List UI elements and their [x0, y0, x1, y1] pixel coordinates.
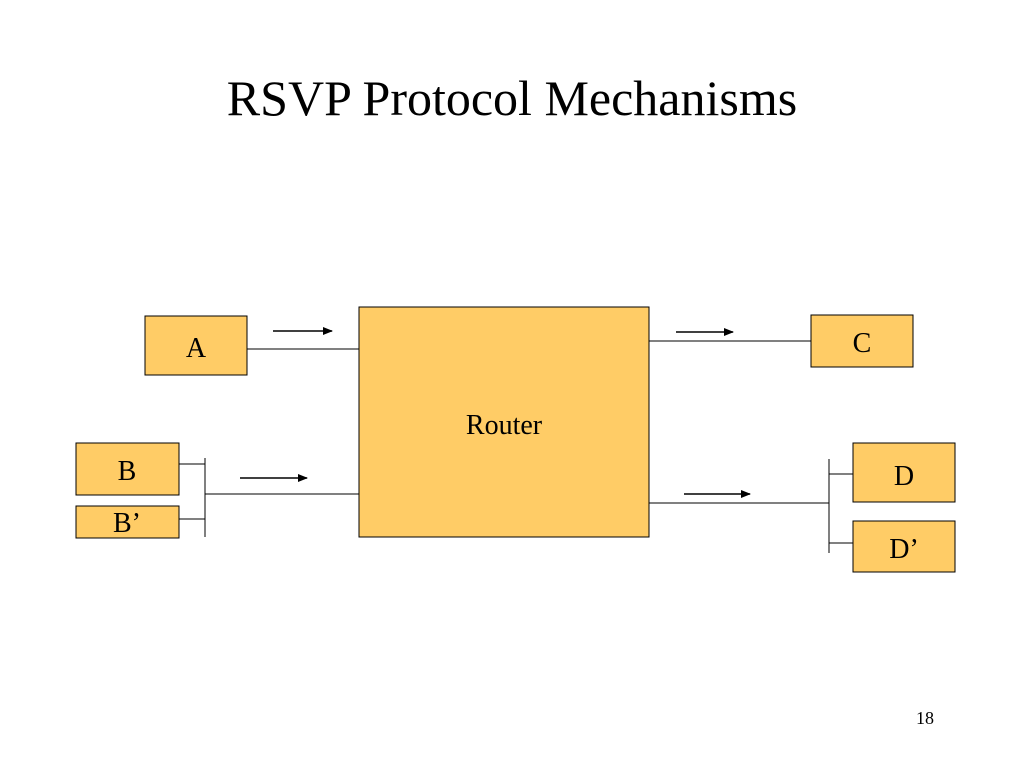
host-b-prime-label: B’ — [113, 508, 141, 539]
host-b-node: B — [75, 442, 180, 496]
host-c-label: C — [853, 328, 872, 359]
host-d-node: D — [852, 442, 956, 503]
router-node: Router — [358, 306, 650, 538]
host-b-prime-node: B’ — [75, 505, 180, 539]
router-label: Router — [466, 410, 543, 441]
host-d-prime-label: D’ — [889, 534, 919, 565]
host-b-label: B — [118, 456, 137, 487]
host-a-node: A — [144, 315, 248, 376]
host-d-prime-node: D’ — [852, 520, 956, 573]
slide-title: RSVP Protocol Mechanisms — [226, 70, 798, 126]
host-c-node: C — [810, 314, 914, 368]
host-a-label: A — [186, 333, 207, 364]
host-d-label: D — [894, 461, 914, 492]
page-number: 18 — [916, 708, 934, 728]
